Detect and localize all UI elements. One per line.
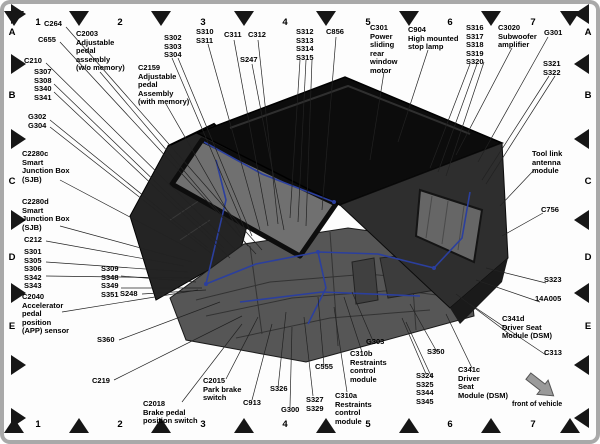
callout-s323: S323 — [544, 275, 562, 284]
callout-c913: C913 — [243, 398, 261, 407]
grid-triangles — [4, 4, 589, 433]
callout-c856: C856 — [326, 27, 344, 36]
callout-tool-link-antenna: Tool link antenna module — [532, 149, 563, 175]
callout-s310-group: S310 S311 — [196, 27, 214, 45]
callout-c311: C311 — [224, 30, 242, 39]
grid-row-a-right: A — [584, 27, 592, 38]
grid-row-c-left: C — [8, 176, 16, 187]
grid-row-e-right: E — [584, 321, 592, 332]
callout-c2280c: C2280c Smart Junction Box (SJB) — [22, 149, 70, 184]
callout-14a005: 14A005 — [535, 294, 562, 303]
grid-row-d-right: D — [584, 252, 592, 263]
grid-col-6-bottom: 6 — [447, 419, 453, 430]
callout-s327-group: S327 S329 — [306, 395, 324, 413]
callout-g303: G303 — [366, 337, 385, 346]
grid-col-3-top: 3 — [200, 17, 206, 28]
callout-c301: C301 Power sliding rear window motor — [370, 23, 398, 75]
grid-row-b-right: B — [584, 90, 592, 101]
callout-s312-group: S312 S313 S314 S315 — [296, 27, 314, 62]
callout-c555: C555 — [315, 362, 333, 371]
front-of-vehicle-label: front of vehicle — [512, 401, 563, 408]
harness-connector-dots — [204, 200, 436, 286]
grid-col-7-top: 7 — [530, 17, 536, 28]
grid-col-1-bottom: 1 — [35, 419, 41, 430]
callout-s326: S326 — [270, 384, 288, 393]
callout-c313: C313 — [544, 348, 562, 357]
callout-c341c: C341c Driver Seat Module (DSM) — [458, 365, 508, 400]
callout-c312: C312 — [248, 30, 266, 39]
grid-row-d-left: D — [8, 252, 16, 263]
grid-row-b-left: B — [8, 90, 16, 101]
callout-c655: C655 — [38, 35, 56, 44]
grid-row-c-right: C — [584, 176, 592, 187]
callout-s324-group: S324 S325 S344 S345 — [416, 371, 434, 406]
grid-col-1-top: 1 — [35, 17, 41, 28]
grid-row-e-left: E — [8, 321, 16, 332]
callout-c212: C212 — [24, 235, 42, 244]
grid-col-7-bottom: 7 — [530, 419, 536, 430]
callout-s301-group: S301 S305 S306 S342 S343 — [24, 247, 42, 290]
callout-c2159: C2159 Adjustable pedal Assembly (with me… — [138, 63, 190, 106]
grid-col-4-bottom: 4 — [282, 419, 288, 430]
callout-s302-group: S302 S303 S304 — [164, 33, 182, 59]
leader-lines — [45, 26, 556, 408]
grid-col-5-top: 5 — [365, 17, 371, 28]
callout-s248: S248 — [120, 289, 138, 298]
callout-c3020: C3020 Subwoofer amplifier — [498, 23, 537, 49]
truck-cab-illustration — [129, 76, 509, 363]
callout-c310b: C310b Restraints control module — [350, 349, 387, 384]
callout-g300: G300 — [281, 405, 300, 414]
callout-s309-group: S309 S348 S349 S351 — [101, 264, 119, 299]
grid-col-4-top: 4 — [282, 17, 288, 28]
callout-c2015: C2015 Park brake switch — [203, 376, 242, 402]
callout-c219: C219 — [92, 376, 110, 385]
callout-c2018: C2018 Brake pedal position switch — [143, 399, 198, 425]
callout-g302-group: G302 G304 — [28, 112, 47, 130]
callout-s360: S360 — [97, 335, 115, 344]
callout-c210: C210 — [24, 56, 42, 65]
grid-col-6-top: 6 — [447, 17, 453, 28]
grid-col-2-bottom: 2 — [117, 419, 123, 430]
callout-c2003: C2003 Adjustable pedal assembly (w/o mem… — [76, 29, 125, 72]
callout-c904: C904 High mounted stop lamp — [408, 25, 459, 51]
grid-col-5-bottom: 5 — [365, 419, 371, 430]
callout-s316-group: S316 S317 S318 S319 S320 — [466, 23, 484, 66]
callout-c264: C264 — [44, 19, 62, 28]
grid-col-2-top: 2 — [117, 17, 123, 28]
grid-row-a-left: A — [8, 27, 16, 38]
callout-c2040: C2040 Accelerator pedal position (APP) s… — [22, 292, 70, 335]
callout-g301: G301 — [544, 28, 563, 37]
grid-col-3-bottom: 3 — [200, 419, 206, 430]
callout-c341d: C341d Driver Seat Module (DSM) — [502, 314, 552, 340]
callout-c310a: C310a Restraints control module — [335, 391, 372, 426]
callout-c2280d: C2280d Smart Junction Box (SJB) — [22, 197, 70, 232]
callout-s307-group: S307 S308 S340 S341 — [34, 67, 52, 102]
callout-s350: S350 — [427, 347, 445, 356]
callout-c756: C756 — [541, 205, 559, 214]
front-of-vehicle-arrow — [525, 372, 555, 397]
callout-s321-group: S321 S322 — [543, 59, 561, 77]
callout-s247: S247 — [240, 55, 258, 64]
